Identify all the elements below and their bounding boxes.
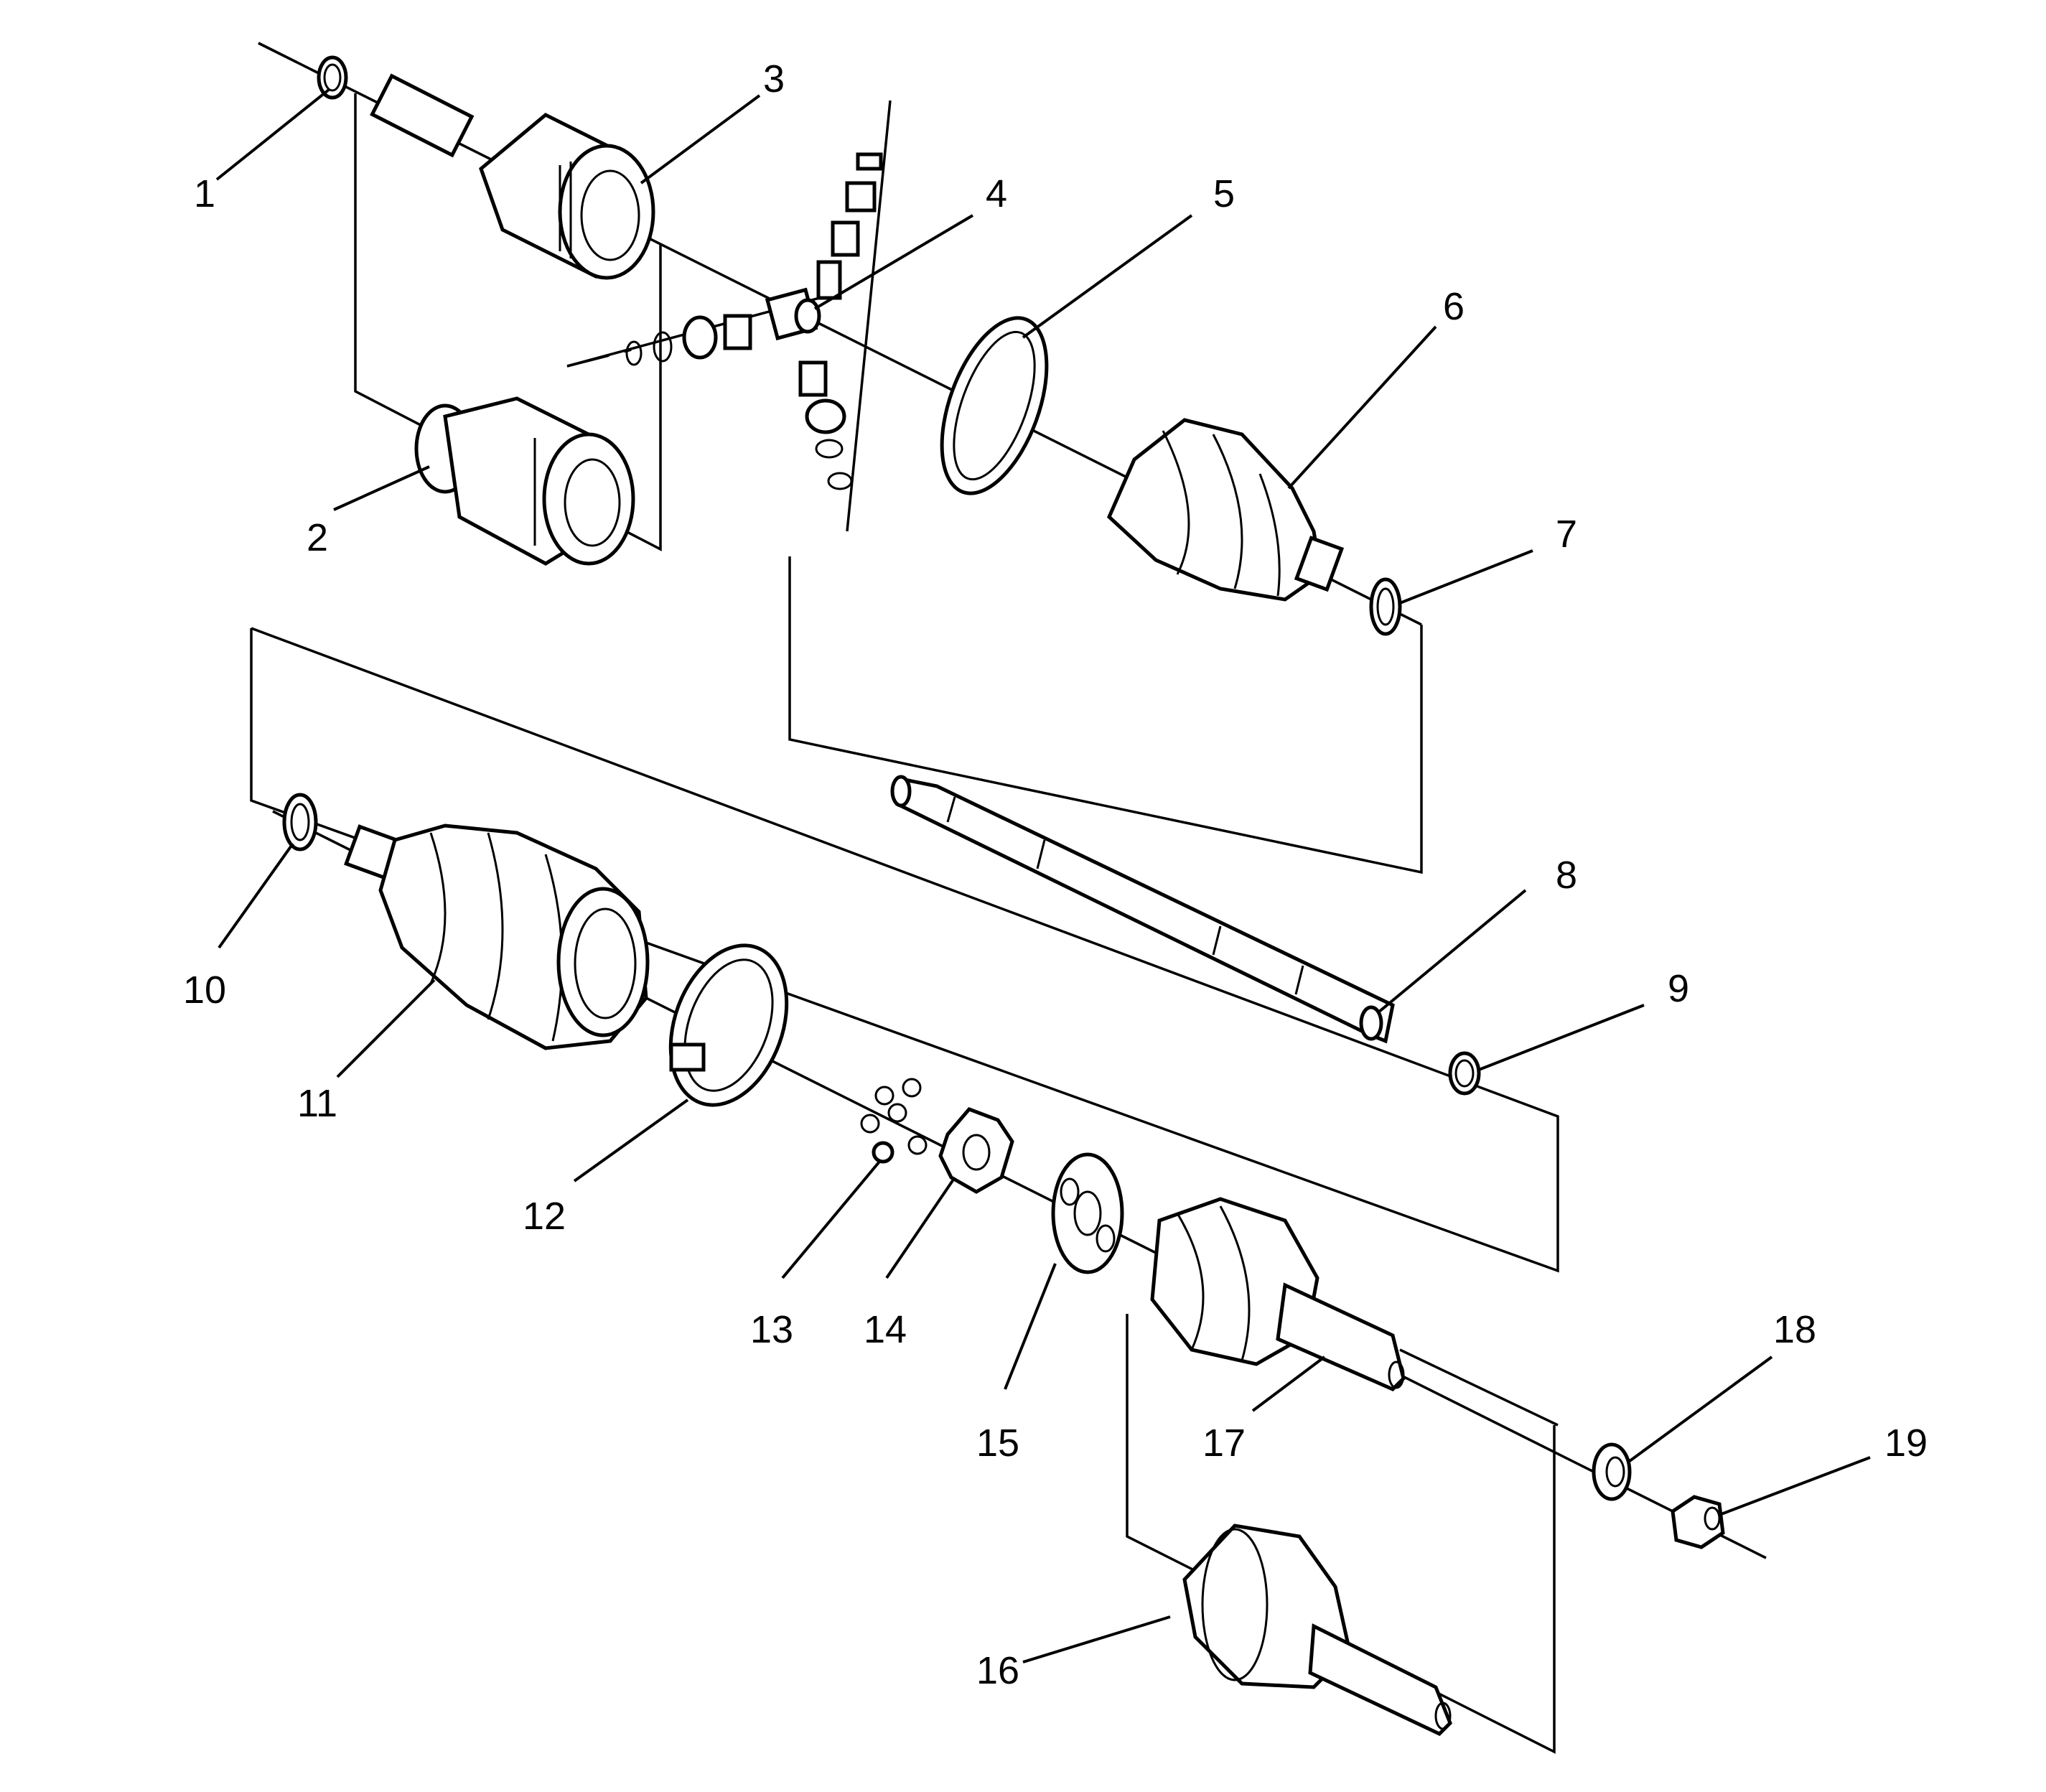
part-19-hub-nut [1671,1495,1725,1549]
leader-19 [1719,1456,1871,1516]
callout-2: 2 [307,516,328,559]
callout-9: 9 [1668,967,1689,1010]
callout-4: 4 [986,172,1007,215]
part-16-outer-joint-alt [1182,1523,1452,1737]
part-9-retaining-ring [1448,1051,1481,1096]
leader-1 [215,88,330,181]
part-11-outer-boot [344,823,650,1050]
callout-8: 8 [1556,854,1577,897]
leader-15 [1004,1263,1057,1390]
callout-12: 12 [523,1195,566,1238]
callout-16: 16 [976,1649,1019,1692]
leader-13 [781,1160,881,1279]
callout-15: 15 [976,1422,1019,1465]
part-10-retaining-ring [282,793,318,851]
callout-10: 10 [183,969,226,1012]
spider-vertical-axis [846,100,892,532]
callout-6: 6 [1443,285,1465,328]
part-1-retaining-ring [317,55,348,100]
callout-11: 11 [297,1082,337,1125]
part-2-inner-housing-alt [414,396,635,566]
bracket-shaft [788,556,1423,874]
bracket-lower-assembly [250,627,1559,1273]
leader-6 [1287,325,1437,490]
part-15-cage [1051,1152,1124,1274]
leader-lines [215,88,1871,1663]
callout-labels: 1 2 3 4 5 6 7 8 9 10 11 12 13 14 15 16 1… [183,57,1928,1692]
part-5-clamp-band [940,316,1049,495]
centerlines [258,42,1767,1559]
leader-12 [573,1098,689,1182]
part-17-outer-joint [1150,1197,1406,1391]
part-4-spider-bearing-set [625,152,883,490]
callout-14: 14 [864,1308,907,1351]
leader-18 [1628,1355,1773,1462]
part-13-balls [860,1078,928,1164]
leader-7 [1399,549,1533,605]
callout-19: 19 [1884,1422,1928,1465]
part-18-washer [1592,1442,1632,1501]
leader-11 [336,979,436,1078]
callout-17: 17 [1202,1422,1246,1465]
leader-3 [640,94,761,185]
callout-3: 3 [763,57,785,101]
upper-axis-dash [258,42,338,84]
leader-14 [885,1176,956,1279]
callout-13: 13 [750,1308,793,1351]
leader-10 [218,842,294,949]
callout-18: 18 [1773,1308,1816,1351]
leader-16 [1022,1615,1171,1663]
cv-joint-axis [1399,1348,1559,1427]
leader-2 [333,465,430,511]
part-8-axle-shaft [890,775,1395,1044]
callout-7: 7 [1556,513,1577,556]
leader-8 [1377,889,1527,1014]
part-12-clamp [668,943,789,1107]
callout-1: 1 [194,172,215,215]
part-14-inner-race [938,1107,1014,1194]
leader-4 [813,214,974,310]
leader-17 [1251,1355,1326,1412]
part-6-inner-boot [1106,418,1345,602]
spider-cross-dash [566,348,632,368]
leader-5 [1022,214,1193,339]
part-7-retaining-ring [1369,577,1402,636]
callout-5: 5 [1213,172,1235,215]
part-3-inner-housing [370,73,655,280]
leader-9 [1478,1004,1645,1071]
